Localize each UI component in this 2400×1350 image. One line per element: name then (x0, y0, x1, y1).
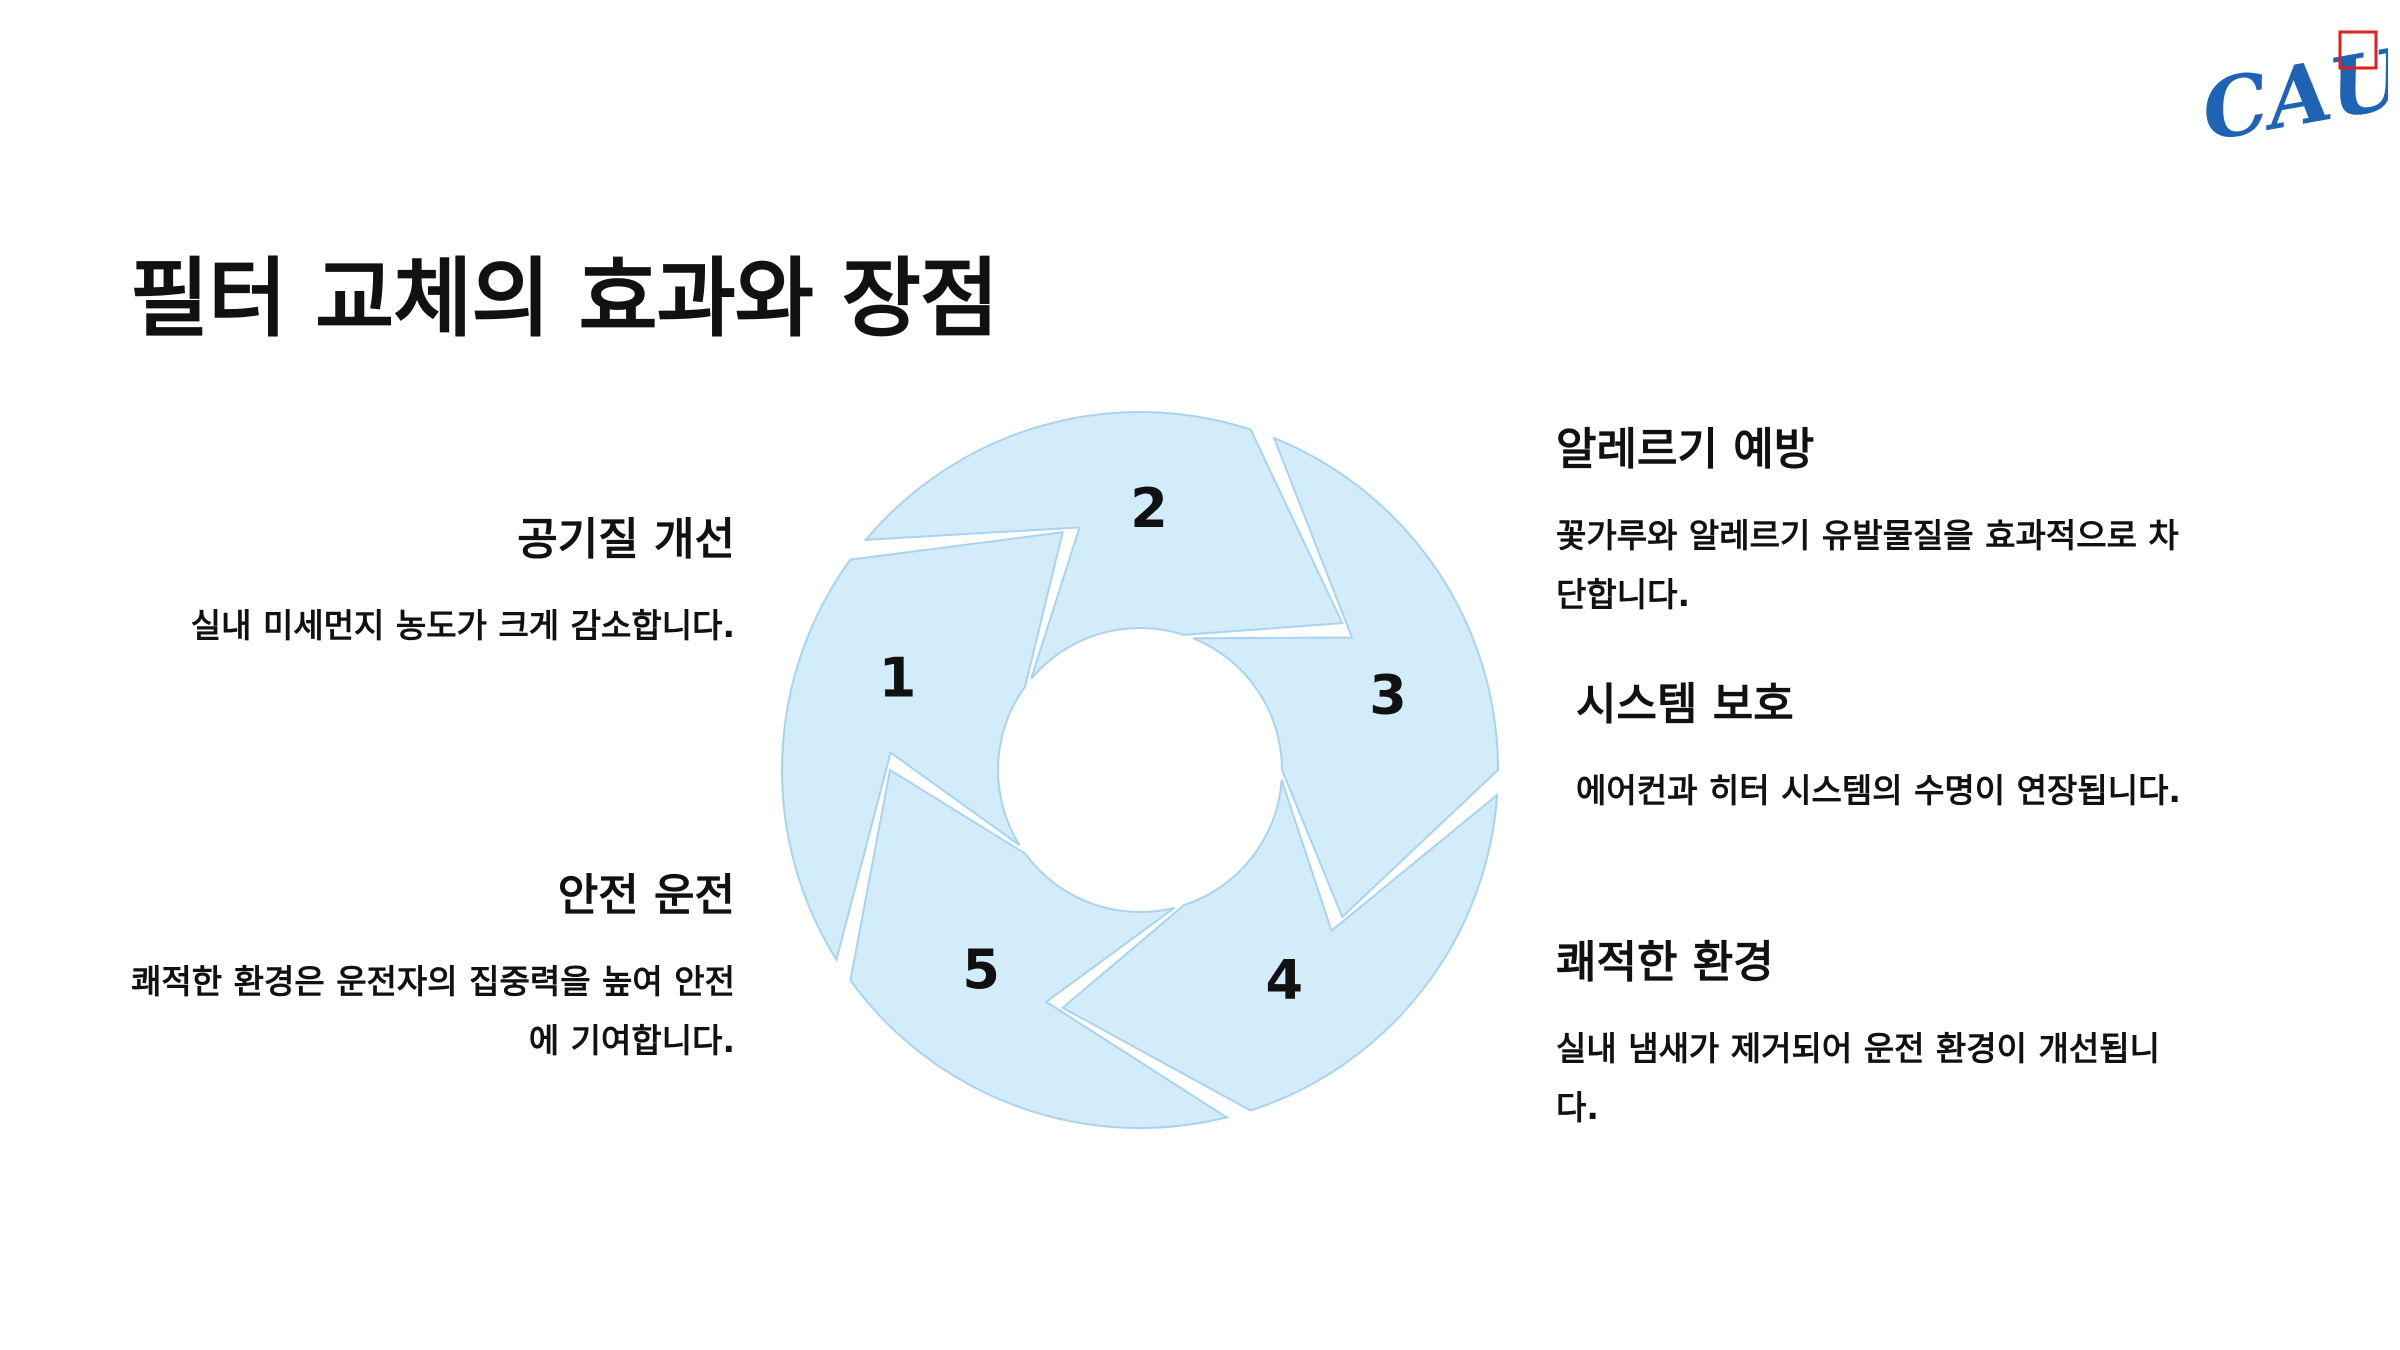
logo-mark-box (2338, 30, 2378, 70)
cycle-segment-5 (849, 768, 1230, 1129)
cau-logo: CAU (2198, 30, 2388, 143)
benefit-description: 꽃가루와 알레르기 유발물질을 효과적으로 차단합니다. (1556, 516, 2179, 614)
benefit-heading: 알레르기 예방 (1556, 424, 1815, 475)
benefit-description: 실내 미세먼지 농도가 크게 감소합니다. (190, 606, 735, 645)
cycle-segment-3 (1192, 436, 1500, 919)
cycle-number-4: 4 (1266, 949, 1304, 1012)
cycle-number-3: 3 (1369, 664, 1407, 727)
benefit-heading: 공기질 개선 (517, 514, 735, 565)
benefit-heading: 쾌적한 환경 (1556, 937, 1774, 988)
benefit-description: 에어컨과 히터 시스템의 수명이 연장됩니다. (1576, 771, 2181, 810)
page-title: 필터 교체의 효과와 장점 (130, 249, 999, 349)
cycle-number-5: 5 (962, 938, 1000, 1001)
benefit-system-protection: 시스템 보호 에어컨과 히터 시스템의 수명이 연장됩니다. (1576, 675, 2196, 820)
benefit-air-quality: 공기질 개선 실내 미세먼지 농도가 크게 감소합니다. (110, 510, 735, 655)
benefit-description: 쾌적한 환경은 운전자의 집중력을 높여 안전에 기여합니다. (131, 962, 735, 1060)
benefit-heading: 시스템 보호 (1576, 679, 1794, 730)
cycle-segment-4 (1060, 779, 1499, 1112)
benefit-heading: 안전 운전 (557, 870, 735, 921)
cycle-segment-1 (781, 531, 1065, 963)
benefit-comfortable-environment: 쾌적한 환경 실내 냄새가 제거되어 운전 환경이 개선됩니다. (1556, 933, 2196, 1137)
logo-text: CAU (2198, 30, 2388, 143)
benefit-allergy-prevention: 알레르기 예방 꽃가루와 알레르기 유발물질을 효과적으로 차단합니다. (1556, 420, 2196, 624)
cycle-number-2: 2 (1130, 477, 1168, 540)
cycle-number-1: 1 (879, 646, 917, 709)
benefit-description: 실내 냄새가 제거되어 운전 환경이 개선됩니다. (1556, 1029, 2160, 1127)
cycle-segment-2 (863, 411, 1344, 680)
benefit-safe-driving: 안전 운전 쾌적한 환경은 운전자의 집중력을 높여 안전에 기여합니다. (110, 866, 735, 1070)
cycle-diagram: 1 2 3 4 5 (781, 411, 1500, 1129)
